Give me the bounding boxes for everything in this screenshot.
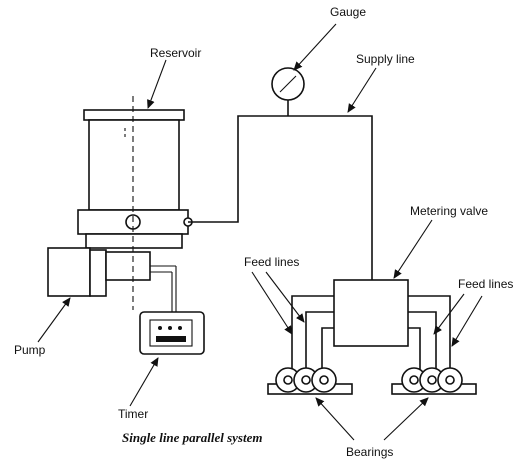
- timer-arrow: [129, 357, 159, 407]
- feed-lines-right-arrow-1: [433, 293, 465, 335]
- feed-lines-right-arrow-2: [451, 295, 483, 347]
- pump-label: Pump: [14, 343, 46, 357]
- bearings-left: [267, 367, 353, 395]
- feed-lines-left-arrow-1: [251, 271, 293, 335]
- feed-lines-left-arrow-2: [265, 271, 305, 323]
- metering-valve: [333, 279, 409, 347]
- reservoir-arrow: [147, 59, 167, 109]
- gauge-label: Gauge: [330, 5, 366, 19]
- reservoir: [83, 109, 185, 211]
- gauge-arrow: [293, 23, 337, 71]
- feed-lines-left-label: Feed lines: [244, 255, 299, 269]
- pump-assembly: [47, 96, 193, 310]
- supply-line-label: Supply line: [356, 52, 415, 66]
- pump-arrow: [37, 297, 71, 343]
- feed-lines-right-label: Feed lines: [458, 277, 513, 291]
- bearings-right: [391, 367, 477, 395]
- timer: [139, 311, 205, 355]
- feed-lines-left: [291, 295, 334, 370]
- supply-line-arrow: [347, 67, 377, 113]
- bearings-arrow-left: [315, 397, 355, 441]
- supply-line: [188, 115, 373, 280]
- bearings-label: Bearings: [346, 445, 393, 459]
- feed-lines-right: [408, 295, 451, 370]
- bearings-arrow-right: [383, 397, 429, 441]
- timer-cable: [171, 266, 177, 312]
- timer-label: Timer: [118, 407, 148, 421]
- diagram-caption: Single line parallel system: [122, 430, 262, 445]
- reservoir-label: Reservoir: [150, 46, 201, 60]
- metering-valve-label: Metering valve: [410, 204, 488, 218]
- gauge: [271, 67, 305, 101]
- metering-valve-arrow: [393, 219, 433, 279]
